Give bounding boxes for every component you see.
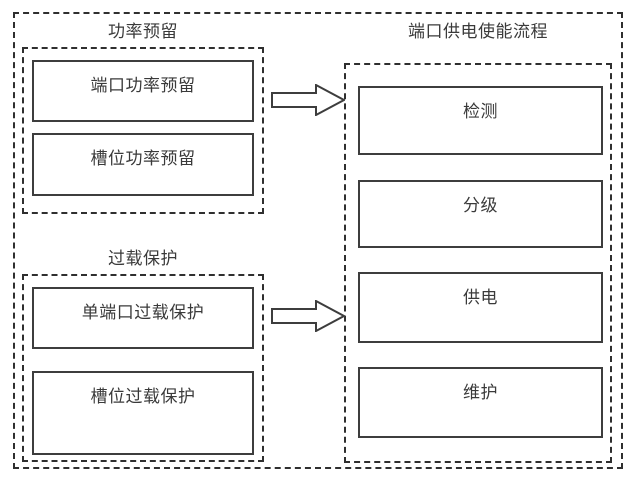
group-box-overload-protection xyxy=(22,274,264,462)
group-title-power-reserve: 功率预留 xyxy=(108,22,178,42)
group-box-power-reserve xyxy=(22,47,264,214)
group-title-overload-protection: 过载保护 xyxy=(108,249,178,269)
item-box-power-supply[interactable]: 供电 xyxy=(358,272,603,343)
item-label-port-power-reserve: 端口功率预留 xyxy=(90,76,196,96)
item-box-grading[interactable]: 分级 xyxy=(358,180,603,248)
item-label-maintenance: 维护 xyxy=(463,383,498,403)
item-box-maintenance[interactable]: 维护 xyxy=(358,367,603,438)
item-box-slot-power-reserve[interactable]: 槽位功率预留 xyxy=(32,133,254,196)
item-label-power-supply: 供电 xyxy=(463,288,498,308)
item-label-slot-overload: 槽位过载保护 xyxy=(90,387,196,407)
group-box-port-power-enable-flow xyxy=(344,63,612,463)
item-box-slot-overload[interactable]: 槽位过载保护 xyxy=(32,371,254,455)
outer-dashed-frame xyxy=(13,12,623,469)
item-box-detection[interactable]: 检测 xyxy=(358,86,603,155)
item-label-single-port-overload: 单端口过载保护 xyxy=(81,303,205,323)
item-box-port-power-reserve[interactable]: 端口功率预留 xyxy=(32,60,254,122)
group-title-port-power-enable-flow: 端口供电使能流程 xyxy=(408,22,548,42)
arrow-right-icon-power-reserve-to-flow xyxy=(271,84,345,116)
arrow-right-icon-overload-to-flow xyxy=(271,300,345,332)
item-box-single-port-overload[interactable]: 单端口过载保护 xyxy=(32,287,254,349)
item-label-slot-power-reserve: 槽位功率预留 xyxy=(90,149,196,169)
item-label-grading: 分级 xyxy=(463,196,498,216)
item-label-detection: 检测 xyxy=(463,102,498,122)
